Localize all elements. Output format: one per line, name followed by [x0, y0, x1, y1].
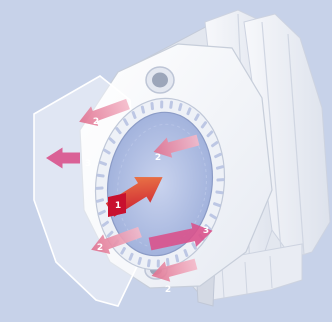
cooling-vane: [157, 260, 160, 268]
cooling-vane: [160, 100, 163, 108]
airflow-arrow-label: 1: [115, 201, 121, 211]
airflow-arrow-label: 2: [93, 117, 99, 127]
cooling-vane: [95, 186, 103, 190]
top-mounting-hole-center: [152, 73, 168, 88]
airflow-arrow-label: 3: [85, 159, 91, 169]
airflow-arrow-label: 2: [165, 285, 171, 295]
cooling-vane: [216, 178, 224, 182]
airflow-arrow-label: 3: [203, 226, 209, 236]
airflow-arrow-label: 2: [97, 243, 103, 253]
airflow-arrow-label: 2: [155, 153, 161, 163]
